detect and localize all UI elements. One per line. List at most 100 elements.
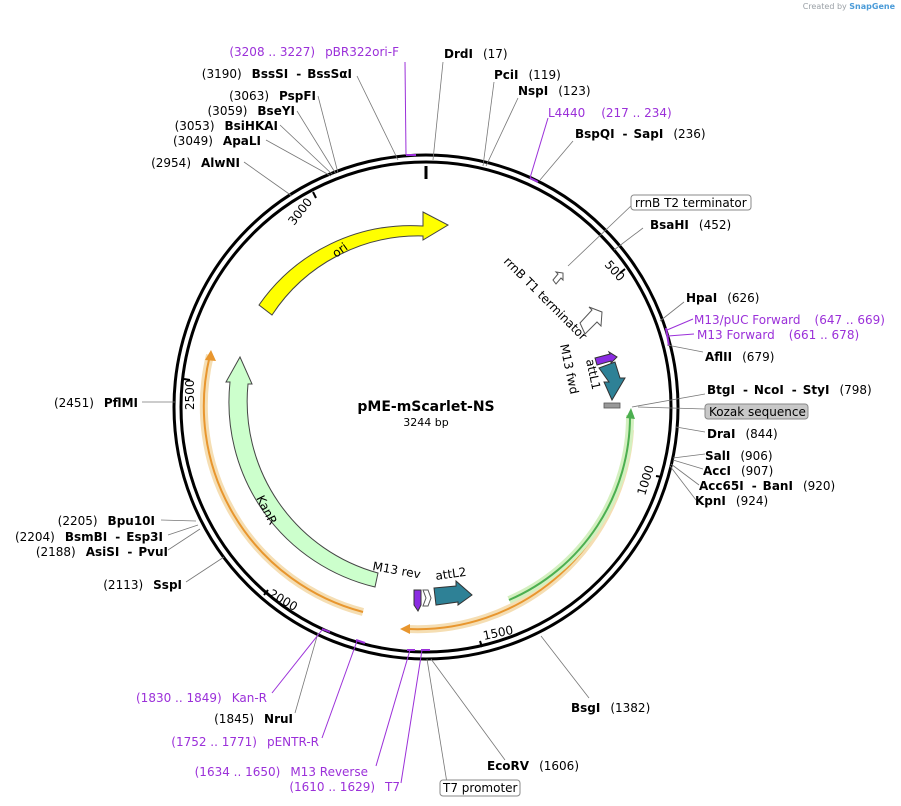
leader-m13reverse [375, 649, 411, 767]
leader-pbr322ori [404, 61, 407, 156]
site-pflmi[interactable]: (2451)PflMI [54, 396, 138, 410]
t7-arrow[interactable] [422, 589, 432, 607]
primer-tick-kan [321, 628, 331, 633]
site-pcii[interactable]: PciI(119) [494, 68, 561, 82]
attl2-label: attL2 [434, 565, 467, 583]
leader-alwni [243, 161, 293, 197]
site-alwni[interactable]: (2954)AlwNI [151, 156, 240, 170]
rrnb-t1-terminator-arrow[interactable] [579, 306, 603, 335]
leader-acc65i [670, 463, 700, 486]
leader-btgi [631, 393, 706, 408]
green-arc [507, 414, 635, 604]
green-arc-head [626, 408, 635, 419]
site-btgi[interactable]: BtgI-NcoI-StyI(798) [707, 383, 872, 397]
feature-box-kozak[interactable]: Kozak sequence [704, 403, 809, 420]
tick-1500: 1500 [479, 623, 515, 648]
tick-1000: 1000 [634, 464, 663, 497]
leader-sspi [185, 556, 225, 583]
leader-t7primer [400, 649, 423, 784]
leader-hpai [659, 301, 685, 322]
site-bsihkai[interactable]: (3053)BsiHKAI [175, 119, 278, 133]
site-bseyi[interactable]: (3059)BseYI [208, 104, 296, 118]
leader-l4440 [529, 117, 549, 179]
leader-aflii [666, 344, 704, 353]
site-bsahi[interactable]: BsaHI(452) [650, 218, 731, 232]
site-bsssi[interactable]: (3190)BssSI-BssSαI [202, 67, 352, 81]
site-bpu10i[interactable]: (2205)Bpu10I [58, 514, 155, 528]
site-kpni[interactable]: KpnI(924) [695, 494, 768, 508]
site-acc65i[interactable]: Acc65I-BanI(920) [699, 479, 835, 493]
site-asisi[interactable]: (2188)AsiSI-PvuI [36, 545, 168, 559]
site-bspqi[interactable]: BspQI-SapI(236) [575, 127, 706, 141]
primer-tick-pentr [355, 639, 366, 644]
primer-kan-r[interactable]: (1830 .. 1849)Kan-R [136, 691, 267, 705]
tick-label-2000: 2000 [267, 586, 300, 613]
leader-kpni [669, 465, 697, 501]
site-sspi[interactable]: (2113)SspI [103, 578, 182, 592]
leader-bsahi [613, 227, 644, 251]
site-bsmbi[interactable]: (2204)BsmBI-Esp3I [15, 530, 163, 544]
leader-pspfi [317, 95, 339, 174]
leader-m13puc [666, 318, 694, 331]
tick-label-3000: 3000 [285, 195, 315, 228]
primer-t7[interactable]: (1610 .. 1629)T7 [289, 780, 400, 794]
primer-m13-puc-forward[interactable]: M13/pUC Forward(647 .. 669) [694, 313, 885, 327]
leader-sali [672, 453, 706, 459]
primer-pentr-r[interactable]: (1752 .. 1771)pENTR-R [171, 735, 319, 749]
rrnb-t2-terminator-arrow[interactable] [552, 271, 564, 285]
primer-m13-reverse[interactable]: (1634 .. 1650)M13 Reverse [195, 765, 368, 779]
site-nspi[interactable]: NspI(123) [518, 84, 591, 98]
site-pspfi[interactable]: (3063)PspFI [229, 89, 316, 103]
leader-kozak [637, 406, 706, 410]
snapgene-logo: SnapGene [849, 2, 895, 11]
tick-2500: 2500 [183, 378, 197, 410]
kozak-marker [603, 402, 621, 409]
snapgene-credit: Created by SnapGene [803, 2, 895, 11]
green-arc-line [508, 414, 632, 601]
orange-arc-right-head [400, 624, 410, 634]
backbone-outer [172, 153, 680, 661]
leader-bseyi [296, 110, 337, 175]
primer-tick-m13puc [665, 327, 670, 347]
site-nrui[interactable]: (1845)NruI [214, 712, 293, 726]
primer-tick-l4440 [529, 177, 539, 183]
attl1-arrow[interactable] [598, 361, 626, 402]
orange-arc-left-line [202, 354, 364, 613]
m13-fwd-arrow[interactable] [594, 350, 618, 366]
leader-pentr [321, 640, 358, 739]
m13-fwd-label: M13 fwd [557, 343, 581, 396]
site-aflii[interactable]: AflII(679) [705, 350, 774, 364]
leader-bspqi [539, 140, 574, 181]
m13-rev-arrow[interactable] [413, 589, 422, 612]
tick-label-1000: 1000 [634, 464, 656, 497]
site-acci[interactable]: AccI(907) [703, 464, 773, 478]
primer-m13-forward[interactable]: M13 Forward(661 .. 678) [697, 328, 859, 342]
site-sali[interactable]: SalI(906) [705, 449, 773, 463]
site-apali[interactable]: (3049)ApaLI [173, 134, 261, 148]
kanr-feature-arrow[interactable] [225, 355, 379, 588]
leader-bsmbi [167, 524, 199, 536]
leader-bsihkai [279, 124, 334, 176]
site-bsgi[interactable]: BsgI(1382) [571, 701, 650, 715]
orange-arc-left-head [205, 350, 216, 361]
site-drai[interactable]: DraI(844) [707, 427, 778, 441]
primer-pbr322ori-f[interactable]: (3208 .. 3227)pBR322ori-F [229, 45, 399, 59]
leader-drdi [432, 61, 444, 161]
site-hpai[interactable]: HpaI(626) [686, 291, 759, 305]
ori-feature-arrow[interactable] [258, 211, 450, 316]
rrnb-t1-label: rrnB T1 terminator [501, 254, 590, 343]
leader-apali [265, 139, 332, 177]
leader-bsgi [540, 635, 590, 699]
leader-bsssi [356, 75, 399, 161]
feature-box-rrnb-t2[interactable]: rrnB T2 terminator [630, 194, 752, 211]
attl2-arrow[interactable] [433, 579, 473, 606]
leader-bpu10i [160, 519, 197, 522]
feature-box-t7-promoter[interactable]: T7 promoter [439, 779, 521, 797]
primer-l4440[interactable]: L4440(217 .. 234) [548, 106, 672, 120]
attl1-label: attL1 [583, 358, 603, 391]
site-ecorv[interactable]: EcoRV(1606) [487, 759, 579, 773]
site-drdi[interactable]: DrdI(17) [444, 47, 508, 61]
kozak-box-label: Kozak sequence [709, 405, 806, 419]
tick-2000: 2000 [263, 586, 300, 614]
